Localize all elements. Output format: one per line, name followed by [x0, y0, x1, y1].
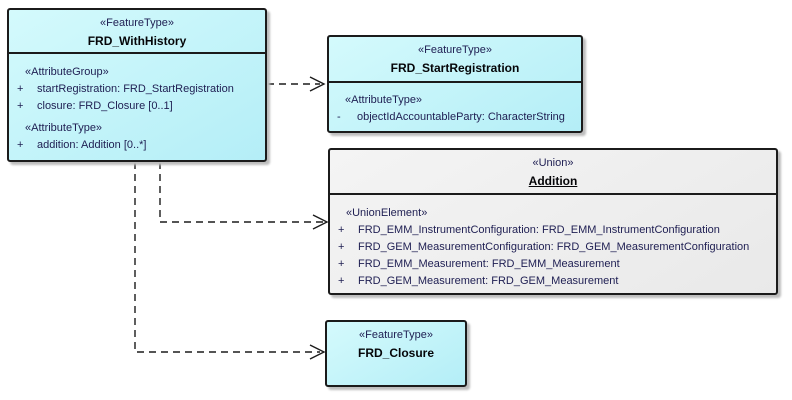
attribute-type-stereotype: «AttributeType» [25, 122, 103, 134]
union-elements-compartment: «UnionElement» + FRD_EMM_InstrumentConfi… [330, 195, 776, 290]
visibility-plus: + [17, 83, 24, 95]
stereotype-label: «FeatureType» [100, 17, 174, 29]
class-header: «FeatureType» FRD_StartRegistration [329, 37, 581, 83]
visibility-plus: + [338, 241, 345, 253]
class-name: FRD_StartRegistration [390, 61, 520, 75]
dependency-arrow-to-startregistration [267, 76, 326, 92]
attribute-text: objectIdAccountableParty: CharacterStrin… [357, 111, 565, 123]
attribute-text: FRD_EMM_InstrumentConfiguration: FRD_EMM… [358, 224, 720, 236]
class-header: «FeatureType» FRD_WithHistory [9, 10, 265, 54]
attribute-row: + FRD_GEM_MeasurementConfiguration: FRD_… [336, 239, 772, 256]
dependency-arrow-to-addition [159, 162, 329, 230]
attribute-text: FRD_GEM_Measurement: FRD_GEM_Measurement [358, 275, 619, 287]
attribute-row: + FRD_EMM_Measurement: FRD_EMM_Measureme… [336, 256, 772, 273]
class-name: FRD_Closure [357, 346, 434, 360]
class-frd-withhistory[interactable]: «FeatureType» FRD_WithHistory «Attribute… [7, 8, 267, 162]
attributes-compartment: «AttributeGroup» + startRegistration: FR… [9, 54, 265, 154]
attribute-row: + startRegistration: FRD_StartRegistrati… [15, 81, 261, 98]
class-header: «FeatureType» FRD_Closure [327, 322, 465, 361]
visibility-plus: + [338, 224, 345, 236]
class-header: «Union» Addition [330, 150, 776, 195]
visibility-plus: + [338, 275, 345, 287]
attribute-group-stereotype: «AttributeGroup» [25, 66, 109, 78]
attribute-text: FRD_GEM_MeasurementConfiguration: FRD_GE… [358, 241, 750, 253]
attribute-text: closure: FRD_Closure [0..1] [37, 100, 173, 112]
visibility-plus: + [17, 139, 24, 151]
visibility-plus: + [338, 258, 345, 270]
class-addition-union[interactable]: «Union» Addition «UnionElement» + FRD_EM… [328, 148, 778, 295]
dependency-arrow-to-closure [134, 162, 326, 360]
class-name: FRD_WithHistory [87, 34, 187, 48]
attribute-row: + FRD_EMM_InstrumentConfiguration: FRD_E… [336, 222, 772, 239]
visibility-minus: - [337, 111, 341, 123]
attribute-type-stereotype: «AttributeType» [345, 94, 423, 106]
class-frd-closure[interactable]: «FeatureType» FRD_Closure [325, 320, 467, 387]
stereotype-label: «FeatureType» [418, 44, 492, 56]
attribute-text: addition: Addition [0..*] [37, 139, 147, 151]
attribute-text: FRD_EMM_Measurement: FRD_EMM_Measurement [358, 258, 620, 270]
attribute-text: startRegistration: FRD_StartRegistration [37, 83, 234, 95]
class-name: Addition [528, 174, 578, 188]
attributes-compartment: «AttributeType» - objectIdAccountablePar… [329, 83, 581, 126]
attribute-row: + addition: Addition [0..*] [15, 137, 261, 154]
stereotype-label: «FeatureType» [359, 329, 433, 341]
attribute-row: + FRD_GEM_Measurement: FRD_GEM_Measureme… [336, 273, 772, 290]
union-element-stereotype: «UnionElement» [346, 207, 428, 219]
stereotype-label: «Union» [532, 157, 574, 169]
class-frd-startregistration[interactable]: «FeatureType» FRD_StartRegistration «Att… [327, 35, 583, 133]
attribute-row: + closure: FRD_Closure [0..1] [15, 98, 261, 115]
visibility-plus: + [17, 100, 24, 112]
attribute-row: - objectIdAccountableParty: CharacterStr… [335, 109, 577, 126]
